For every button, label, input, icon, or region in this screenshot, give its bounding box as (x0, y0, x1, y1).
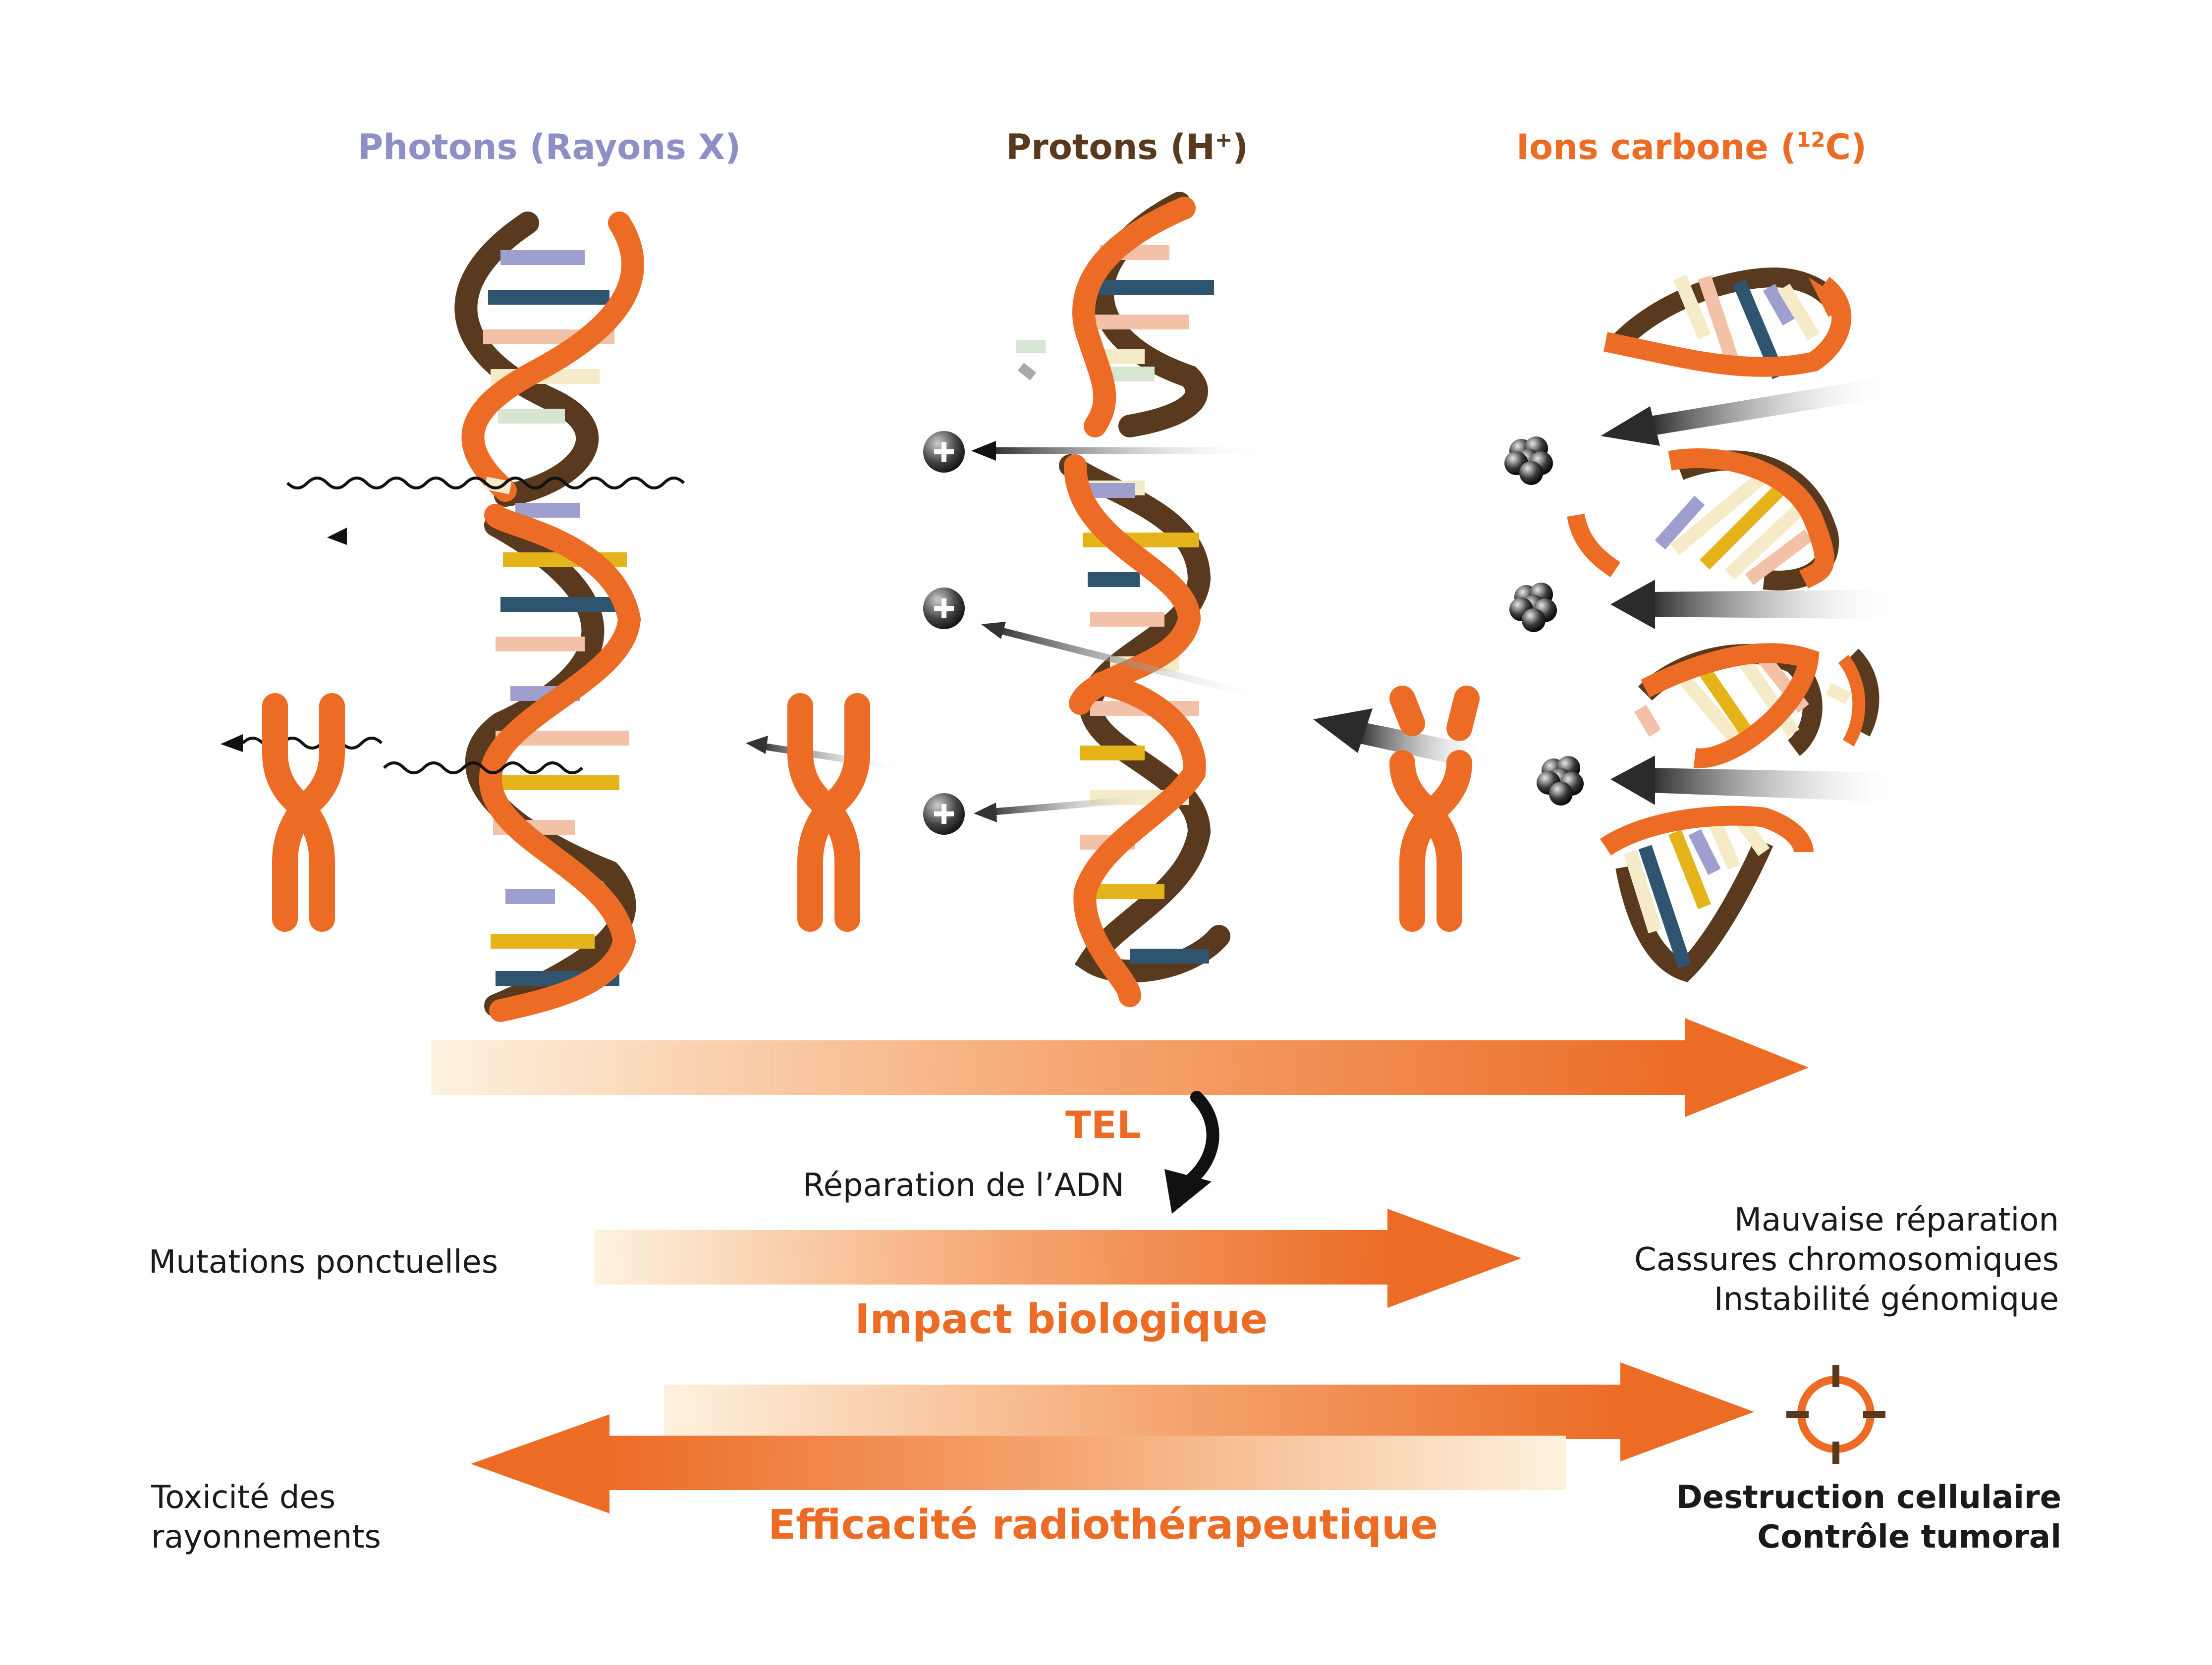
header-carbon-sup: 12 (1796, 127, 1825, 152)
dna-helix-photons (454, 212, 644, 1022)
proton-beam-3 (974, 794, 1160, 822)
curved-down-arrow-icon (1164, 1091, 1219, 1214)
tel-label: TEL (1065, 1103, 1141, 1147)
header-protons: Protons (H+) (1006, 126, 1248, 168)
wavy-photon-arrow-icon (286, 477, 685, 545)
carbon-ion-cluster-icon (1504, 436, 1553, 485)
efficacy-arrow-left (471, 1414, 1566, 1513)
biological-impact-label: Impact biologique (855, 1296, 1268, 1343)
header-photons: Photons (Rayons X) (358, 127, 741, 167)
proton-plus-icon (923, 431, 965, 473)
header-carbon-text: Ions carbone ( (1516, 127, 1797, 167)
chromosome-icon (787, 693, 870, 932)
bad-repair-label: Mauvaise réparation (1734, 1202, 2059, 1238)
cell-destruction-label: Destruction cellulaire (1676, 1479, 2061, 1516)
chromosome-icon (1389, 686, 1480, 932)
carbon-ion-cluster-icon (1537, 756, 1584, 806)
tumor-control-label: Contrôle tumoral (1757, 1519, 2061, 1556)
proton-beam-chromosome (746, 736, 903, 771)
target-crosshair-icon (1786, 1365, 1885, 1464)
efficacy-label: Efficacité radiothérapeutique (768, 1502, 1438, 1549)
header-protons-close: ) (1232, 127, 1249, 167)
carbon-beam-1 (1601, 376, 1893, 446)
proton-beam-1 (971, 441, 1269, 461)
point-mutations-label: Mutations ponctuelles (149, 1244, 498, 1281)
toxicity-line1: Toxicité des (151, 1479, 336, 1516)
proton-plus-icon (923, 588, 965, 629)
carbon-beam-2 (1610, 580, 1898, 629)
header-carbon-rest: C) (1825, 127, 1867, 167)
header-protons-sup: + (1215, 127, 1233, 152)
header-carbon: Ions carbone (12C) (1516, 126, 1867, 168)
header-protons-text: Protons (H (1006, 127, 1215, 167)
carbon-beam-3 (1610, 755, 1903, 805)
carbon-ion-cluster-icon (1509, 583, 1557, 632)
genomic-instability-label: Instabilité génomique (1714, 1281, 2059, 1318)
chromosomal-breaks-label: Cassures chromosomiques (1634, 1241, 2059, 1278)
chromosome-icon (262, 693, 345, 932)
dna-repair-label: Réparation de l’ADN (803, 1167, 1124, 1204)
tel-arrow (431, 1018, 1809, 1117)
efficacy-arrow-right (664, 1362, 1754, 1461)
proton-beam-2 (981, 622, 1270, 702)
dna-fragments-carbon (1567, 267, 1880, 982)
toxicity-line2: rayonnements (151, 1519, 381, 1556)
proton-plus-icon (923, 793, 965, 835)
biological-impact-arrow (595, 1209, 1521, 1308)
dna-helix-protons (1016, 192, 1230, 1007)
